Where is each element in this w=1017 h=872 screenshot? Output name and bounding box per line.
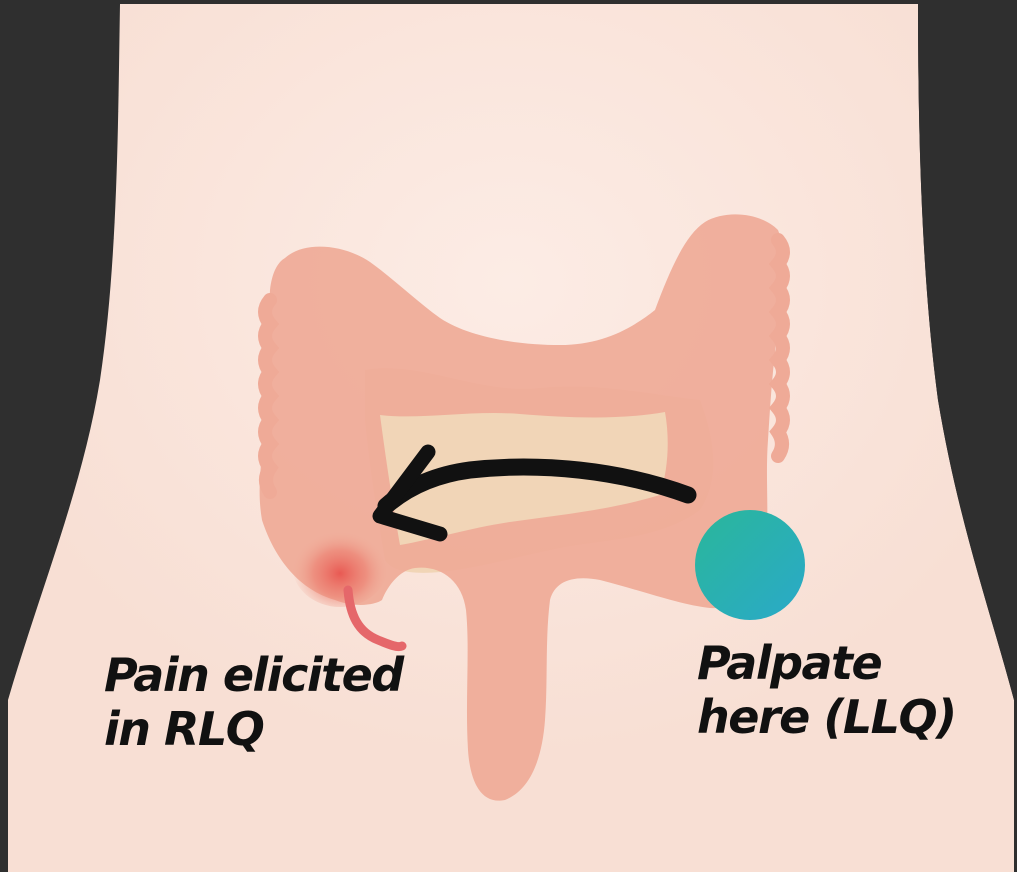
palpate-label: Palpate here (LLQ) (697, 636, 956, 744)
palpate-label-line-1: Palpate (697, 636, 956, 690)
pain-label-line-2: in RLQ (104, 702, 403, 756)
pain-label: Pain elicited in RLQ (104, 648, 403, 756)
inflamed-cecum-area (292, 523, 388, 607)
palpate-label-line-2: here (LLQ) (697, 690, 956, 744)
colon-haustra-left (265, 300, 270, 492)
colon-haustra-right (778, 240, 783, 456)
palpation-marker (695, 510, 805, 620)
pain-label-line-1: Pain elicited (104, 648, 403, 702)
